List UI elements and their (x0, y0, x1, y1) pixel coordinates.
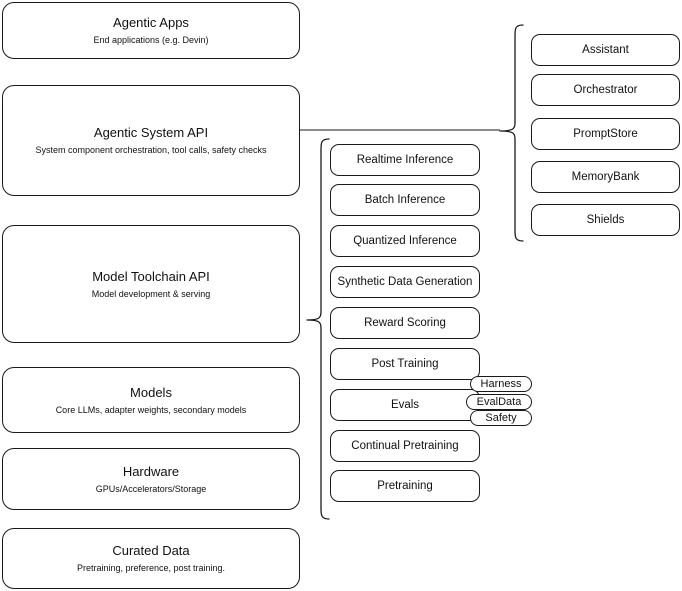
agentic-chip-promptstore[interactable]: PromptStore (531, 118, 680, 150)
stack-layer-models[interactable]: Models Core LLMs, adapter weights, secon… (2, 367, 300, 433)
stack-layer-hardware[interactable]: Hardware GPUs/Accelerators/Storage (2, 448, 300, 510)
brace-agentic-components (497, 24, 525, 242)
chip-label: MemoryBank (571, 171, 640, 183)
agentic-chip-assistant[interactable]: Assistant (531, 34, 680, 66)
eval-badge-harness[interactable]: Harness (470, 376, 532, 392)
stack-layer-agentic-system-api[interactable]: Agentic System API System component orch… (2, 85, 300, 196)
eval-badge-evaldata[interactable]: EvalData (466, 394, 532, 410)
toolchain-chip-continual-pretraining[interactable]: Continual Pretraining (330, 430, 480, 462)
chip-label: Quantized Inference (353, 235, 457, 247)
layer-title: Curated Data (112, 543, 190, 558)
toolchain-chip-evals[interactable]: Evals (330, 389, 480, 421)
toolchain-chip-reward-scoring[interactable]: Reward Scoring (330, 307, 480, 339)
toolchain-chip-realtime-inference[interactable]: Realtime Inference (330, 144, 480, 176)
badge-label: Harness (480, 378, 522, 390)
layer-title: Agentic Apps (113, 15, 189, 30)
agentic-chip-orchestrator[interactable]: Orchestrator (531, 74, 680, 106)
chip-label: Continual Pretraining (351, 440, 459, 452)
layer-title: Model Toolchain API (92, 268, 210, 284)
chip-label: Realtime Inference (356, 154, 454, 166)
brace-toolchain-components (305, 138, 331, 520)
agentic-chip-shields[interactable]: Shields (531, 204, 680, 236)
eval-badge-safety[interactable]: Safety (470, 410, 532, 426)
chip-label: Shields (586, 214, 625, 226)
toolchain-chip-post-training[interactable]: Post Training (330, 348, 480, 380)
chip-label: Batch Inference (364, 194, 446, 206)
layer-title: Hardware (122, 463, 180, 479)
layer-subtitle: Core LLMs, adapter weights, secondary mo… (55, 404, 247, 415)
toolchain-chip-pretraining[interactable]: Pretraining (330, 470, 480, 502)
chip-label: Reward Scoring (364, 317, 446, 329)
toolchain-chip-quantized-inference[interactable]: Quantized Inference (330, 225, 480, 257)
layer-title: Models (130, 384, 172, 400)
stack-layer-agentic-apps[interactable]: Agentic Apps End applications (e.g. Devi… (2, 2, 300, 59)
layer-subtitle: GPUs/Accelerators/Storage (95, 483, 207, 494)
chip-label: Synthetic Data Generation (337, 276, 473, 288)
badge-label: EvalData (476, 396, 522, 408)
badge-label: Safety (485, 412, 517, 424)
chip-label: PromptStore (573, 128, 638, 140)
agentic-chip-memorybank[interactable]: MemoryBank (531, 161, 680, 193)
stack-layer-model-toolchain-api[interactable]: Model Toolchain API Model development & … (2, 225, 300, 343)
connector-agentic-system-to-components (300, 124, 502, 136)
chip-label: Evals (390, 399, 420, 411)
chip-label: Post Training (371, 358, 439, 370)
layer-title: Agentic System API (93, 125, 209, 140)
layer-subtitle: Pretraining, preference, post training. (76, 563, 226, 573)
chip-label: Orchestrator (573, 84, 638, 96)
toolchain-chip-synthetic-data-generation[interactable]: Synthetic Data Generation (330, 266, 480, 298)
toolchain-chip-batch-inference[interactable]: Batch Inference (330, 184, 480, 216)
layer-subtitle: Model development & serving (91, 288, 211, 299)
layer-subtitle: System component orchestration, tool cal… (35, 145, 267, 155)
chip-label: Assistant (582, 44, 629, 56)
stack-layer-curated-data[interactable]: Curated Data Pretraining, preference, po… (2, 528, 300, 589)
layer-subtitle: End applications (e.g. Devin) (93, 35, 209, 45)
chip-label: Pretraining (377, 480, 433, 492)
